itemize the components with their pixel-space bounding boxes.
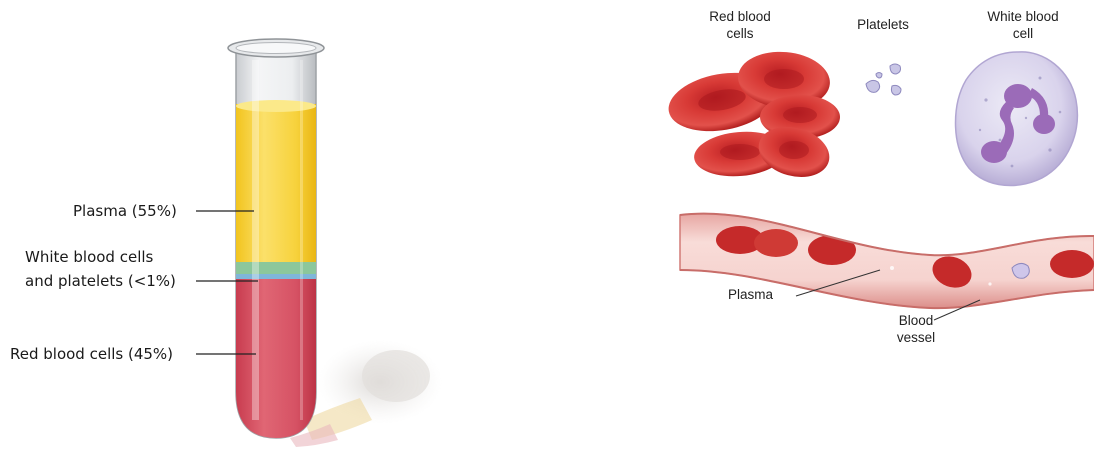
plasma-label: Plasma (55%): [73, 201, 177, 221]
rbc-cell-label-line1: Red blood: [700, 9, 780, 25]
blood-cells-figure: Red blood cells Platelets White blood ce…: [640, 0, 1094, 447]
platelets: [866, 64, 901, 95]
wbc-platelets-label-line1: White blood cells: [25, 247, 153, 267]
platelets-label: Platelets: [846, 17, 920, 33]
vessel-label-line2: vessel: [886, 330, 946, 346]
rbc-cell-label-line2: cells: [700, 26, 780, 42]
test-tube-figure: Plasma (55%) White blood cells and plate…: [0, 0, 560, 447]
red-cell-layer: [236, 279, 316, 447]
vessel-label-line1: Blood: [886, 313, 946, 329]
vessel-plasma-label: Plasma: [728, 287, 798, 303]
blood-cells-illustration: [640, 0, 1094, 447]
buffy-coat-layer: [236, 262, 316, 276]
red-blood-cells: [664, 48, 840, 184]
wbc-cell-label-line2: cell: [978, 26, 1068, 42]
white-blood-cell: [956, 52, 1078, 186]
test-tube-illustration: [0, 0, 560, 447]
rbc-label: Red blood cells (45%): [10, 344, 173, 364]
wbc-platelets-label-line2: and platelets (<1%): [25, 271, 176, 291]
wbc-cell-label-line1: White blood: [978, 9, 1068, 25]
plasma-layer: [236, 104, 316, 264]
